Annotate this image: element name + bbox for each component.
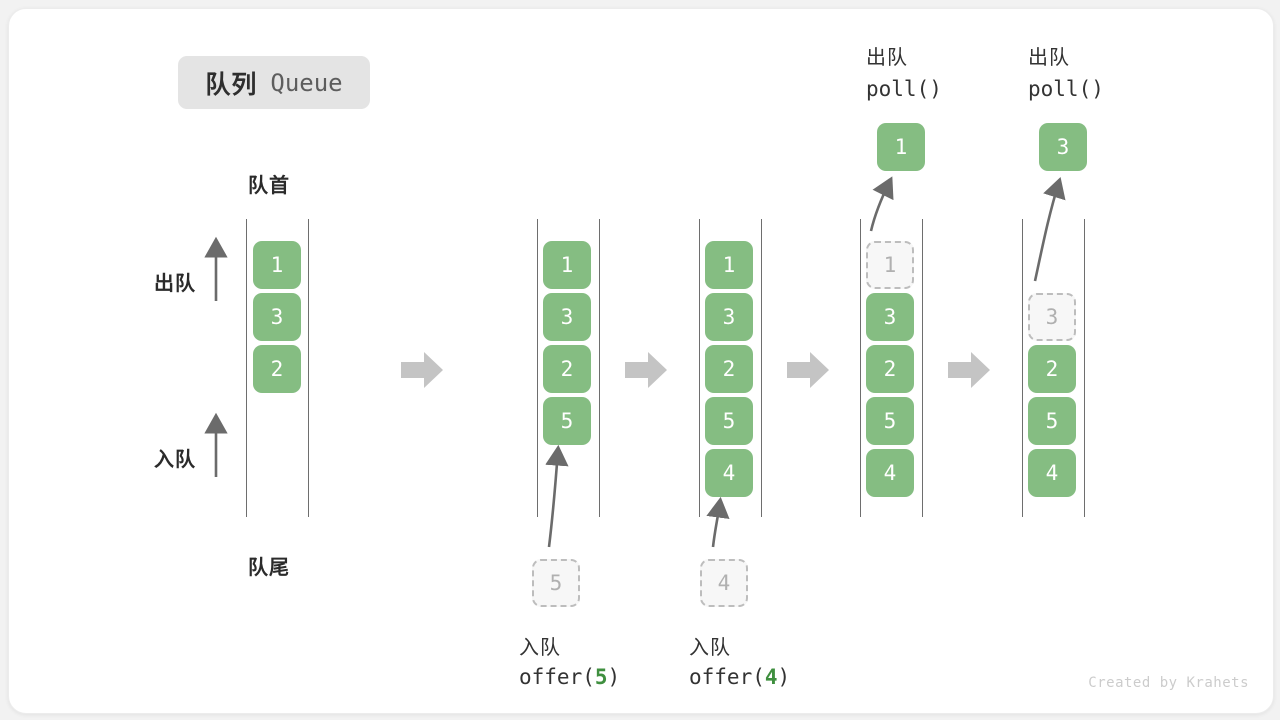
queue-rail-left-5 bbox=[1022, 219, 1023, 517]
incoming-ghost-element: 5 bbox=[532, 559, 580, 607]
queue-rear-label: 队尾 bbox=[248, 557, 290, 579]
offer5-fn: offer( bbox=[519, 665, 595, 689]
outgoing-ghost-element: 1 bbox=[866, 241, 914, 289]
poll1-header-code: poll() bbox=[866, 77, 942, 101]
incoming-ghost-element: 4 bbox=[700, 559, 748, 607]
queue-element: 4 bbox=[866, 449, 914, 497]
popped-element: 1 bbox=[877, 123, 925, 171]
transition-arrow-icon bbox=[787, 352, 829, 388]
queue-element: 2 bbox=[705, 345, 753, 393]
queue-rail-right-1 bbox=[308, 219, 309, 517]
offer4-close: ) bbox=[777, 665, 791, 689]
queue-rail-right-4 bbox=[922, 219, 923, 517]
queue-element: 3 bbox=[253, 293, 301, 341]
offer5-insert-arrow-icon bbox=[545, 444, 569, 548]
title-cn: 队列 bbox=[205, 70, 258, 99]
queue-element: 5 bbox=[866, 397, 914, 445]
diagram-card: 队列 Queue 队首 队尾 出队 入队 1 3 2 1 3 2 5 5 入队 … bbox=[8, 8, 1274, 714]
title-badge: 队列 Queue bbox=[178, 56, 370, 109]
queue-rail-left-3 bbox=[699, 219, 700, 517]
queue-rail-left-4 bbox=[860, 219, 861, 517]
enqueue-direction-label: 入队 bbox=[154, 449, 196, 471]
queue-element: 5 bbox=[705, 397, 753, 445]
offer4-caption-code: offer(4) bbox=[689, 665, 790, 689]
queue-element: 3 bbox=[705, 293, 753, 341]
offer4-arg: 4 bbox=[764, 665, 778, 689]
offer4-insert-arrow-icon bbox=[706, 496, 730, 548]
queue-rail-right-5 bbox=[1084, 219, 1085, 517]
queue-element: 4 bbox=[1028, 449, 1076, 497]
queue-element: 2 bbox=[866, 345, 914, 393]
queue-element: 2 bbox=[543, 345, 591, 393]
dequeue-direction-label: 出队 bbox=[154, 273, 196, 295]
transition-arrow-icon bbox=[625, 352, 667, 388]
poll2-header-code: poll() bbox=[1028, 77, 1104, 101]
offer5-close: ) bbox=[607, 665, 621, 689]
queue-element: 5 bbox=[543, 397, 591, 445]
queue-element: 5 bbox=[1028, 397, 1076, 445]
queue-element: 1 bbox=[253, 241, 301, 289]
queue-element: 1 bbox=[543, 241, 591, 289]
transition-arrow-icon bbox=[948, 352, 990, 388]
queue-element: 3 bbox=[543, 293, 591, 341]
queue-front-label: 队首 bbox=[248, 175, 290, 197]
poll2-extract-arrow-icon bbox=[1033, 177, 1066, 282]
queue-element: 2 bbox=[1028, 345, 1076, 393]
queue-rail-right-2 bbox=[599, 219, 600, 517]
offer5-caption-code: offer(5) bbox=[519, 665, 620, 689]
poll1-extract-arrow-icon bbox=[869, 176, 894, 232]
credit-text: Created by Krahets bbox=[1088, 675, 1249, 691]
queue-rail-left-1 bbox=[246, 219, 247, 517]
offer5-caption-cn: 入队 bbox=[519, 637, 561, 659]
queue-element: 4 bbox=[705, 449, 753, 497]
poll2-header-cn: 出队 bbox=[1028, 47, 1070, 69]
queue-element: 2 bbox=[253, 345, 301, 393]
offer5-arg: 5 bbox=[594, 665, 608, 689]
queue-rail-left-2 bbox=[537, 219, 538, 517]
offer4-fn: offer( bbox=[689, 665, 765, 689]
offer4-caption-cn: 入队 bbox=[689, 637, 731, 659]
poll1-header-cn: 出队 bbox=[866, 47, 908, 69]
queue-element: 3 bbox=[866, 293, 914, 341]
outgoing-ghost-element: 3 bbox=[1028, 293, 1076, 341]
popped-element: 3 bbox=[1039, 123, 1087, 171]
transition-arrow-icon bbox=[401, 352, 443, 388]
queue-element: 1 bbox=[705, 241, 753, 289]
title-en: Queue bbox=[270, 68, 343, 97]
queue-rail-right-3 bbox=[761, 219, 762, 517]
